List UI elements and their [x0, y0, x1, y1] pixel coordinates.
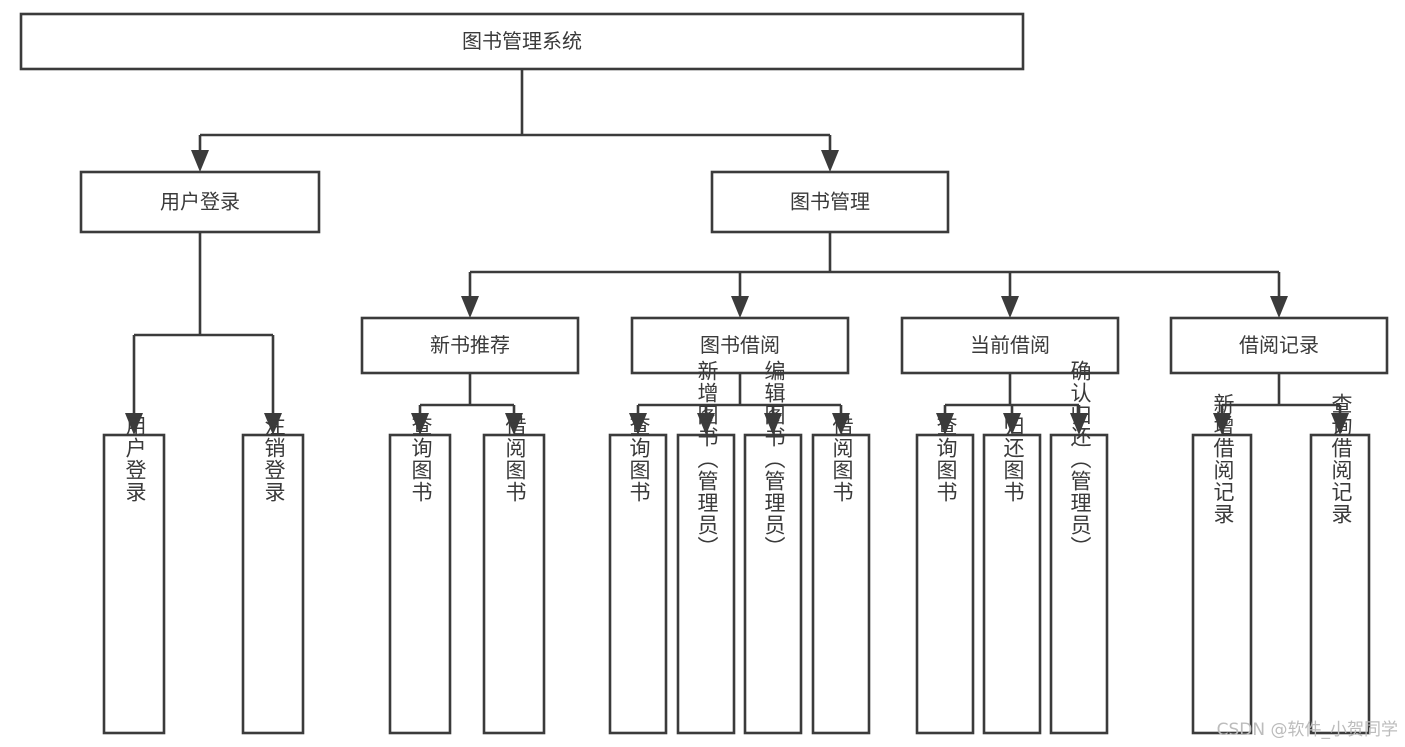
node-leaf-borrow-book-2[interactable]: 借阅图书 — [811, 415, 871, 735]
node-box-leaf-query-book-1[interactable] — [388, 433, 452, 735]
node-box-root[interactable] — [19, 12, 1025, 71]
node-box-borrow-record[interactable] — [1169, 316, 1389, 375]
node-box-leaf-confirm-return[interactable] — [1049, 433, 1109, 735]
arrow-down-icon — [1001, 296, 1019, 318]
node-leaf-edit-book[interactable]: 编辑图书（管理员） — [743, 360, 803, 735]
node-box-leaf-query-book-3[interactable] — [915, 433, 975, 735]
csdn-watermark: CSDN @软件_小贺同学 — [1217, 720, 1398, 740]
arrow-down-icon — [461, 296, 479, 318]
node-box-new-book-recommend[interactable] — [360, 316, 580, 375]
node-root[interactable]: 图书管理系统 — [19, 12, 1025, 71]
arrow-down-icon — [264, 413, 282, 435]
node-box-leaf-add-book[interactable] — [676, 433, 736, 735]
arrow-down-icon — [764, 413, 782, 435]
arrow-down-icon — [411, 413, 429, 435]
node-label-leaf-add-borrow-record: 新增借阅记录 — [1211, 393, 1235, 525]
node-leaf-borrow-book-1[interactable]: 借阅图书 — [482, 415, 546, 735]
node-label-borrow-record: 借阅记录 — [1239, 333, 1319, 357]
node-leaf-query-borrow-record[interactable]: 查询借阅记录 — [1309, 393, 1371, 735]
node-leaf-logout[interactable]: 注销登录 — [241, 415, 305, 735]
node-box-book-management[interactable] — [710, 170, 950, 234]
node-leaf-add-book[interactable]: 新增图书（管理员） — [676, 360, 736, 735]
node-box-leaf-return-book[interactable] — [982, 433, 1042, 735]
node-leaf-confirm-return[interactable]: 确认归还（管理员） — [1049, 360, 1109, 735]
node-leaf-add-borrow-record[interactable]: 新增借阅记录 — [1191, 393, 1253, 735]
node-box-leaf-edit-book[interactable] — [743, 433, 803, 735]
node-label-leaf-user-login: 用户登录 — [123, 415, 147, 503]
node-label-book-borrow: 图书借阅 — [700, 333, 780, 357]
node-label-new-book-recommend: 新书推荐 — [430, 333, 510, 357]
node-label-leaf-query-borrow-record: 查询借阅记录 — [1329, 393, 1353, 525]
node-box-leaf-borrow-book-1[interactable] — [482, 433, 546, 735]
arrow-head-layer — [125, 150, 1349, 435]
node-book-management[interactable]: 图书管理 — [710, 170, 950, 234]
arrow-down-icon — [731, 296, 749, 318]
node-box-book-borrow[interactable] — [630, 316, 850, 375]
arrow-down-icon — [1003, 413, 1021, 435]
arrow-down-icon — [821, 150, 839, 172]
node-leaf-query-book-2[interactable]: 查询图书 — [608, 415, 668, 735]
node-current-borrow[interactable]: 当前借阅 — [900, 316, 1120, 375]
arrow-down-icon — [936, 413, 954, 435]
node-box-leaf-query-borrow-record[interactable] — [1309, 433, 1371, 735]
arrow-down-icon — [832, 413, 850, 435]
node-label-book-management: 图书管理 — [790, 190, 870, 214]
node-box-leaf-query-book-2[interactable] — [608, 433, 668, 735]
node-label-leaf-logout: 注销登录 — [262, 415, 286, 503]
arrow-down-icon — [1070, 413, 1088, 435]
node-leaf-query-book-3[interactable]: 查询图书 — [915, 415, 975, 735]
node-new-book-recommend[interactable]: 新书推荐 — [360, 316, 580, 375]
node-box-current-borrow[interactable] — [900, 316, 1120, 375]
node-label-root: 图书管理系统 — [462, 29, 582, 53]
node-label-leaf-query-book-1: 查询图书 — [409, 415, 433, 503]
node-borrow-record[interactable]: 借阅记录 — [1169, 316, 1389, 375]
node-box-leaf-add-borrow-record[interactable] — [1191, 433, 1253, 735]
node-label-leaf-borrow-book-1: 借阅图书 — [503, 415, 527, 503]
arrow-down-icon — [505, 413, 523, 435]
node-label-current-borrow: 当前借阅 — [970, 333, 1050, 357]
node-label-leaf-borrow-book-2: 借阅图书 — [830, 415, 854, 503]
node-box-user-login[interactable] — [79, 170, 321, 234]
node-label-leaf-add-book: 新增图书（管理员） — [695, 360, 719, 558]
node-book-borrow[interactable]: 图书借阅 — [630, 316, 850, 375]
arrow-down-icon — [1213, 413, 1231, 435]
node-leaf-query-book-1[interactable]: 查询图书 — [388, 415, 452, 735]
node-label-leaf-query-book-2: 查询图书 — [627, 415, 651, 503]
node-label-leaf-query-book-3: 查询图书 — [934, 415, 958, 503]
node-label-leaf-return-book: 归还图书 — [1001, 415, 1025, 503]
node-label-leaf-edit-book: 编辑图书（管理员） — [762, 360, 786, 558]
arrow-down-icon — [629, 413, 647, 435]
node-label-user-login: 用户登录 — [160, 190, 240, 214]
node-leaf-user-login[interactable]: 用户登录 — [102, 415, 166, 735]
arrow-down-icon — [125, 413, 143, 435]
arrow-down-icon — [1270, 296, 1288, 318]
node-user-login[interactable]: 用户登录 — [79, 170, 321, 234]
node-box-leaf-borrow-book-2[interactable] — [811, 433, 871, 735]
node-leaf-return-book[interactable]: 归还图书 — [982, 415, 1042, 735]
arrow-down-icon — [697, 413, 715, 435]
node-box-leaf-logout[interactable] — [241, 433, 305, 735]
node-label-leaf-confirm-return: 确认归还（管理员） — [1068, 360, 1092, 558]
arrow-down-icon — [1331, 413, 1349, 435]
arrow-down-icon — [191, 150, 209, 172]
node-layer: 图书管理系统用户登录图书管理新书推荐图书借阅当前借阅借阅记录用户登录注销登录查询… — [19, 12, 1389, 735]
node-box-leaf-user-login[interactable] — [102, 433, 166, 735]
